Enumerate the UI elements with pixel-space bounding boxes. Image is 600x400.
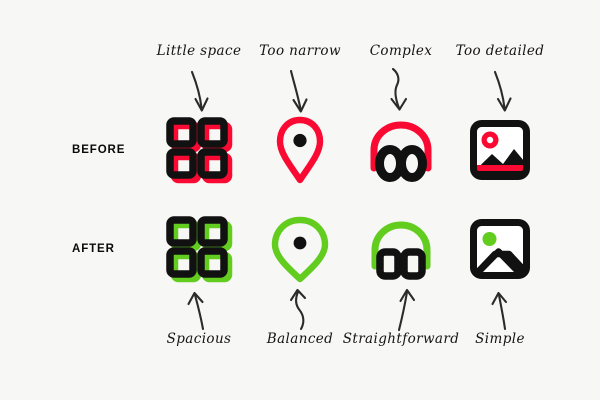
icon-headphones-complex <box>363 112 439 188</box>
annotation-top-too-narrow: Too narrow <box>259 43 341 59</box>
icon-map-pin-narrow <box>262 112 338 188</box>
row-label-before: BEFORE <box>72 144 126 156</box>
icon-map-pin-balanced <box>262 211 338 287</box>
arrow-down-complex <box>390 67 408 111</box>
icon-image-detailed <box>462 112 538 188</box>
annotation-bottom-simple: Simple <box>475 331 525 347</box>
icon-grid-cramped <box>161 112 237 188</box>
arrow-up-balanced <box>289 288 307 331</box>
annotation-top-too-detailed: Too detailed <box>455 43 545 59</box>
icon-image-simple <box>462 211 538 287</box>
annotation-top-little-space: Little space <box>156 43 242 59</box>
arrow-up-simple <box>491 291 508 331</box>
arrow-up-straightforward <box>397 288 416 332</box>
annotation-bottom-spacious: Spacious <box>166 331 232 347</box>
annotation-bottom-straightforward: Straightforward <box>342 331 460 347</box>
arrow-down-too-narrow <box>289 69 308 113</box>
row-label-after: AFTER <box>72 243 115 255</box>
icon-headphones-simple <box>363 211 439 287</box>
annotation-top-complex: Complex <box>369 43 433 59</box>
icon-grid-spacious <box>161 211 237 287</box>
arrow-down-too-detailed <box>493 70 512 112</box>
arrow-down-little-space <box>190 70 209 112</box>
annotation-bottom-balanced: Balanced <box>266 331 334 347</box>
arrow-up-spacious <box>187 291 205 331</box>
